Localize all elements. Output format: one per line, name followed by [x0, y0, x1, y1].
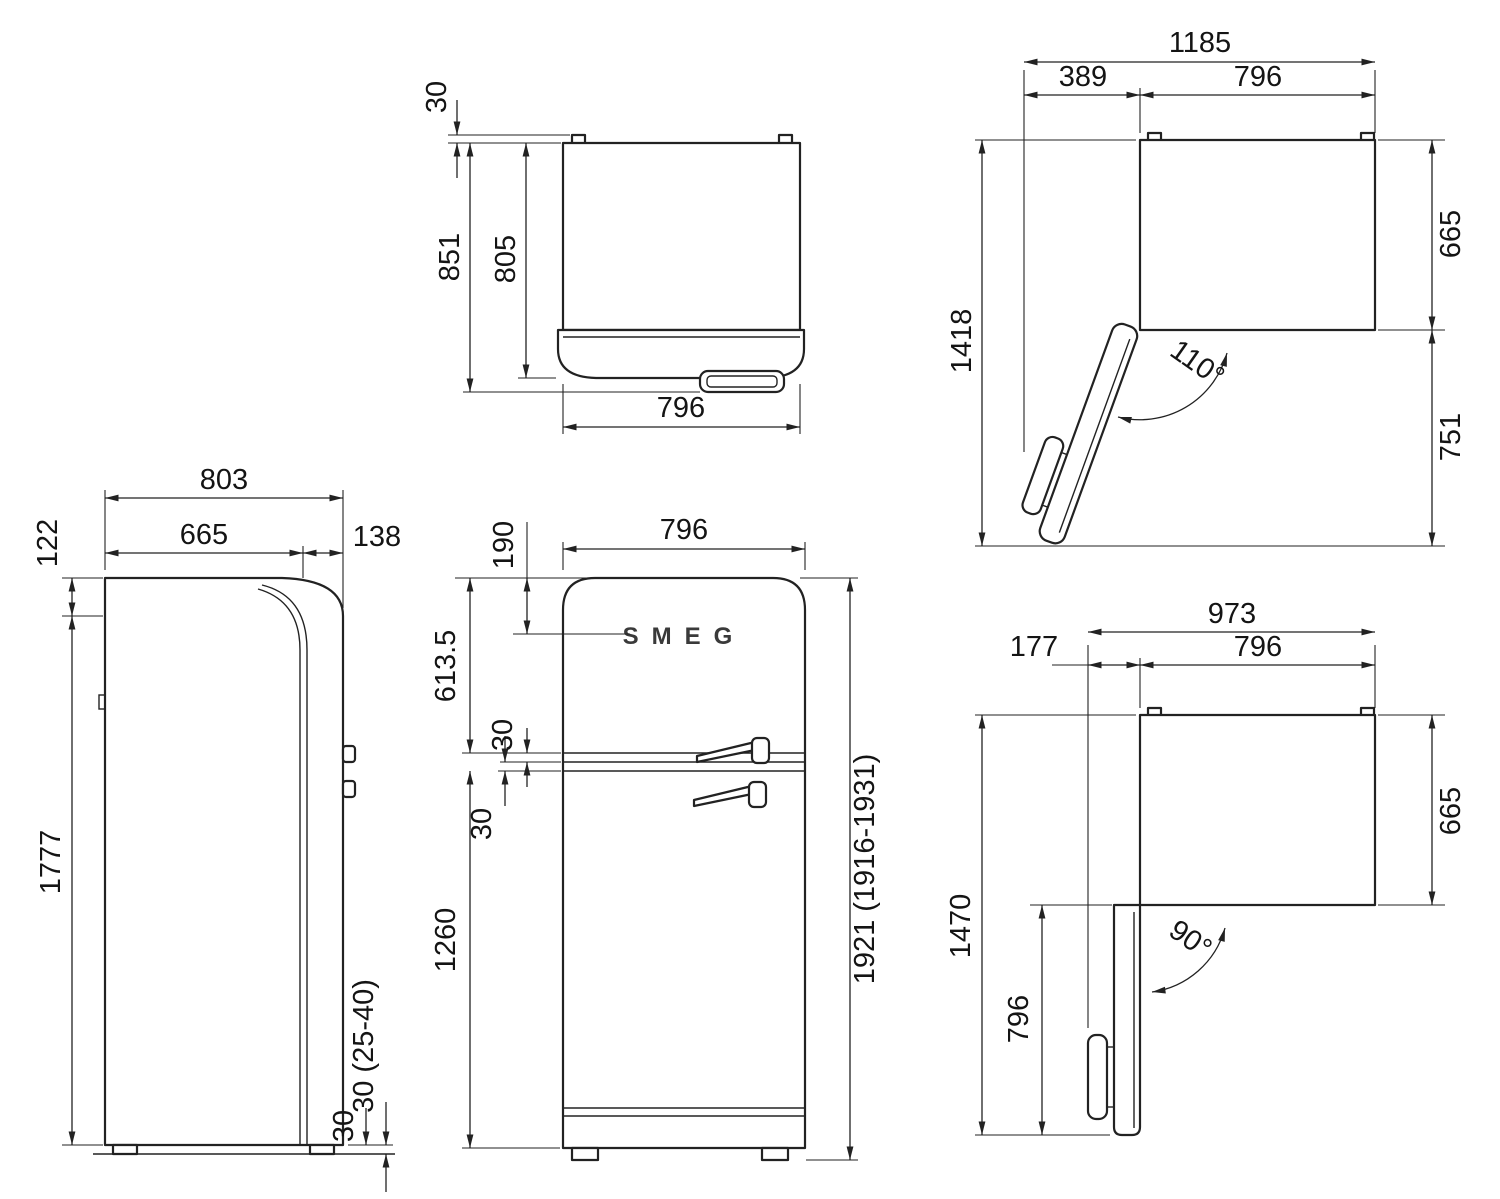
view-front: SMEG 796 190 613.5 30 30	[430, 514, 881, 1162]
handle-side-lower	[341, 779, 357, 799]
brand-logo: SMEG	[623, 623, 746, 650]
open110-dimension-lines	[975, 58, 1445, 547]
dim-front-freezer-door: 613.5	[430, 630, 462, 703]
dim-top-depth-body: 805	[490, 235, 522, 283]
dim-open90-door-width: 796	[1003, 995, 1035, 1043]
dim-open90-depth-body: 665	[1435, 787, 1467, 835]
open90-dimension-lines	[975, 628, 1445, 1136]
dim-open110-door-swing: 389	[1059, 61, 1107, 93]
dim-side-depth-body: 665	[180, 519, 228, 551]
door-seam	[257, 588, 301, 1145]
top-view-outline	[556, 133, 806, 394]
view-side: 803 665 138 122 1777 30 (25-40) 30	[32, 464, 401, 1192]
dim-open110-overall-width: 1185	[1169, 27, 1231, 59]
door-handle	[1086, 1033, 1109, 1121]
foot-right	[760, 1146, 790, 1162]
door-panel	[1112, 903, 1142, 1137]
handle-fridge-bracket	[747, 780, 768, 809]
cabinet-top-outline	[561, 141, 802, 332]
dim-top-depth-total: 851	[434, 233, 466, 281]
rear-fitting	[98, 694, 106, 710]
open110-outline	[1021, 131, 1377, 545]
door-seam	[261, 584, 308, 1145]
front-view-dimension-lines	[455, 522, 858, 1161]
handle-side-upper	[341, 744, 357, 764]
dim-open90-width: 796	[1234, 631, 1282, 663]
cabinet-top-outline	[1138, 138, 1377, 332]
dim-top-width: 796	[657, 392, 705, 424]
dim-front-logo-offset: 190	[488, 521, 520, 569]
dim-front-total-height: 1921 (1916-1931)	[849, 754, 881, 985]
dim-side-depth-total: 803	[200, 464, 248, 496]
dim-open110-width: 796	[1234, 61, 1282, 93]
dim-open110-depth-open: 1418	[946, 309, 978, 374]
foot-left	[570, 1146, 600, 1162]
dim-side-door-depth: 138	[353, 521, 401, 553]
open90-outline	[1086, 706, 1377, 1137]
dim-open90-overall-width: 973	[1208, 598, 1256, 630]
door-handle	[1021, 435, 1065, 516]
open-door-110	[1021, 322, 1139, 545]
dim-open110-door-projection: 751	[1435, 413, 1467, 461]
view-top: 30 851 805 796	[421, 81, 806, 434]
dim-front-fridge-door: 1260	[430, 908, 462, 973]
swing-arc	[1151, 927, 1226, 994]
dim-open110-depth-body: 665	[1435, 210, 1467, 258]
dim-open90-depth-open: 1470	[945, 894, 977, 959]
dim-front-gap-upper: 30	[487, 719, 519, 751]
door-panel	[1038, 322, 1139, 545]
side-view-dimension-lines	[62, 490, 393, 1192]
handle-freezer-bracket	[750, 736, 771, 765]
front-silhouette	[561, 576, 807, 1150]
dim-front-width: 796	[660, 514, 708, 546]
handle-top-outline	[698, 369, 786, 394]
dim-side-body-height: 1777	[35, 830, 67, 895]
view-open-90: 973 177 796 1470 665 796 90°	[945, 598, 1467, 1137]
foot-front	[308, 1143, 336, 1156]
side-view-outline	[93, 576, 395, 1156]
foot-rear	[111, 1143, 139, 1156]
dim-front-gap-lower: 30	[466, 808, 498, 840]
side-silhouette	[103, 576, 345, 1147]
view-open-110: 1185 389 796 1418 665 751 110°	[946, 27, 1467, 547]
top-view-dimension-lines	[448, 100, 801, 434]
swing-arc	[1117, 352, 1228, 424]
dim-open90-door-clearance: 177	[1010, 631, 1058, 663]
dim-side-top-curve: 122	[32, 519, 64, 567]
dim-top-hinge-offset: 30	[421, 81, 453, 113]
cabinet-top-outline	[1138, 713, 1377, 907]
front-view-outline: SMEG	[561, 576, 807, 1162]
dim-side-feet-adjustable: 30 (25-40)	[348, 979, 380, 1113]
dim-side-feet: 30	[328, 1110, 360, 1142]
